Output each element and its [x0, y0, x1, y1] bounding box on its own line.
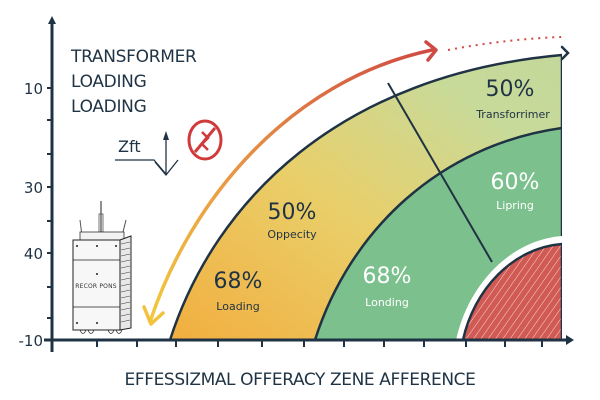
zft-annotation: Zft [115, 131, 179, 177]
zone-orange-upper-label: Oppecity [267, 228, 317, 241]
red-hatched-zone [461, 242, 562, 340]
title-line-1: TRANSFORMER [70, 47, 197, 67]
x-axis: EFFESSIZMAL OFFERACY ZENE AFFERENCE [44, 335, 574, 390]
zone-green-lower-value: 68% [363, 264, 412, 289]
x-axis-arrow-icon [566, 335, 574, 345]
zone-orange-lower-value: 68% [214, 269, 263, 294]
top-arrowhead-icon [424, 40, 438, 62]
zone-divider [387, 82, 493, 263]
y-tick-30: 30 [24, 179, 43, 197]
x-axis-label: EFFESSIZMAL OFFERACY ZENE AFFERENCE [124, 370, 475, 390]
zft-label: Zft [118, 137, 141, 156]
zone-lightgreen-value: 50% [486, 77, 535, 102]
y-tick-40: 40 [24, 245, 43, 263]
title-line-3: LOADING [71, 97, 146, 117]
y-tick-minus10: -10 [19, 332, 44, 350]
no-lightning-icon [187, 119, 223, 161]
y-axis: 10 30 40 -10 [19, 16, 56, 352]
y-tick-10: 10 [24, 80, 43, 98]
chart-title: TRANSFORMER LOADING LOADING [70, 47, 197, 117]
zone-labels: 50% Oppecity 68% Loading 50% Transforrim… [214, 77, 551, 313]
zone-lightgreen-label: Transforrimer [475, 108, 550, 121]
outer-arc-arrowhead-icon [560, 45, 570, 61]
zone-green-upper-label: Lipring [496, 199, 534, 212]
transformer-cabinet-icon: RECOR PONS [72, 201, 132, 334]
bottom-arrowhead-icon [142, 305, 165, 326]
zone-orange-lower-label: Loading [216, 300, 259, 313]
zone-orange-upper-value: 50% [268, 200, 317, 225]
dotted-trail [447, 36, 563, 51]
y-axis-arrow-icon [48, 16, 56, 24]
title-line-2: LOADING [71, 72, 146, 92]
zones [168, 53, 562, 340]
zone-green-lower-label: Londing [365, 296, 409, 309]
top-curved-arrow [148, 48, 434, 324]
device-label: RECOR PONS [75, 283, 117, 290]
zone-green-upper-value: 60% [491, 170, 540, 195]
up-down-arrow-icon [154, 131, 179, 177]
